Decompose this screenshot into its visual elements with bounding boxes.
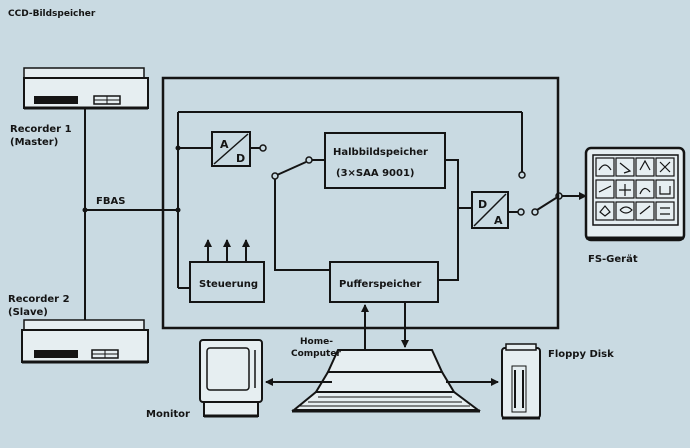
ad-top-letter: A (220, 138, 229, 151)
monitor-label: Monitor (146, 409, 190, 420)
halbbildspeicher-block: Halbbildspeicher (3×SAA 9001) (324, 132, 446, 189)
recorder-2-role: (Slave) (8, 307, 48, 318)
da-converter: D A (471, 191, 509, 229)
recorder-1-label: Recorder 1 (10, 124, 72, 135)
halbbild-to-puffer-line (438, 159, 459, 281)
steuerung-block: Steuerung (189, 261, 265, 303)
da-top-letter: D (478, 198, 487, 211)
ad-bottom-letter: D (236, 152, 245, 165)
ad-output-terminal (259, 144, 267, 152)
da-output-terminal (517, 208, 525, 216)
ad-converter: A D (211, 131, 251, 167)
recorder-2 (21, 319, 149, 364)
fs-geraet-label: FS-Gerät (588, 254, 638, 265)
fs-geraet-tv (584, 146, 686, 242)
input-switch (271, 156, 325, 180)
fbas-junction (82, 207, 88, 213)
fbas-junction-2 (175, 207, 181, 213)
home-computer-label-2: Computer (291, 349, 341, 359)
steuerung-control-arrows (204, 239, 250, 262)
pufferspeicher-block: Pufferspeicher (329, 261, 439, 303)
recorder-2-label: Recorder 2 (8, 294, 70, 305)
halbbildspeicher-label: Halbbildspeicher (333, 147, 428, 158)
fbas-label: FBAS (96, 196, 125, 207)
da-bottom-letter: A (494, 214, 503, 227)
puffer-to-switch-line (274, 179, 330, 271)
recorder-1 (23, 67, 149, 110)
fbas-junction-3 (175, 145, 181, 151)
bypass-terminal (518, 171, 526, 179)
monitor (199, 339, 263, 418)
home-computer-label-1: Home- (300, 337, 333, 347)
floppy-disk-drive (501, 343, 541, 420)
computer-buffer-arrows (361, 302, 409, 350)
recorder-1-role: (Master) (10, 137, 58, 148)
system-enclosure (161, 76, 560, 330)
diagram-title: CCD-Bildspeicher (8, 9, 96, 19)
floppy-disk-label: Floppy Disk (548, 349, 614, 360)
home-computer (291, 349, 481, 413)
steuerung-label: Steuerung (199, 279, 258, 290)
fbas-bus (84, 108, 523, 320)
halbbildspeicher-chips: (3×SAA 9001) (336, 168, 414, 179)
pufferspeicher-label: Pufferspeicher (339, 279, 421, 290)
